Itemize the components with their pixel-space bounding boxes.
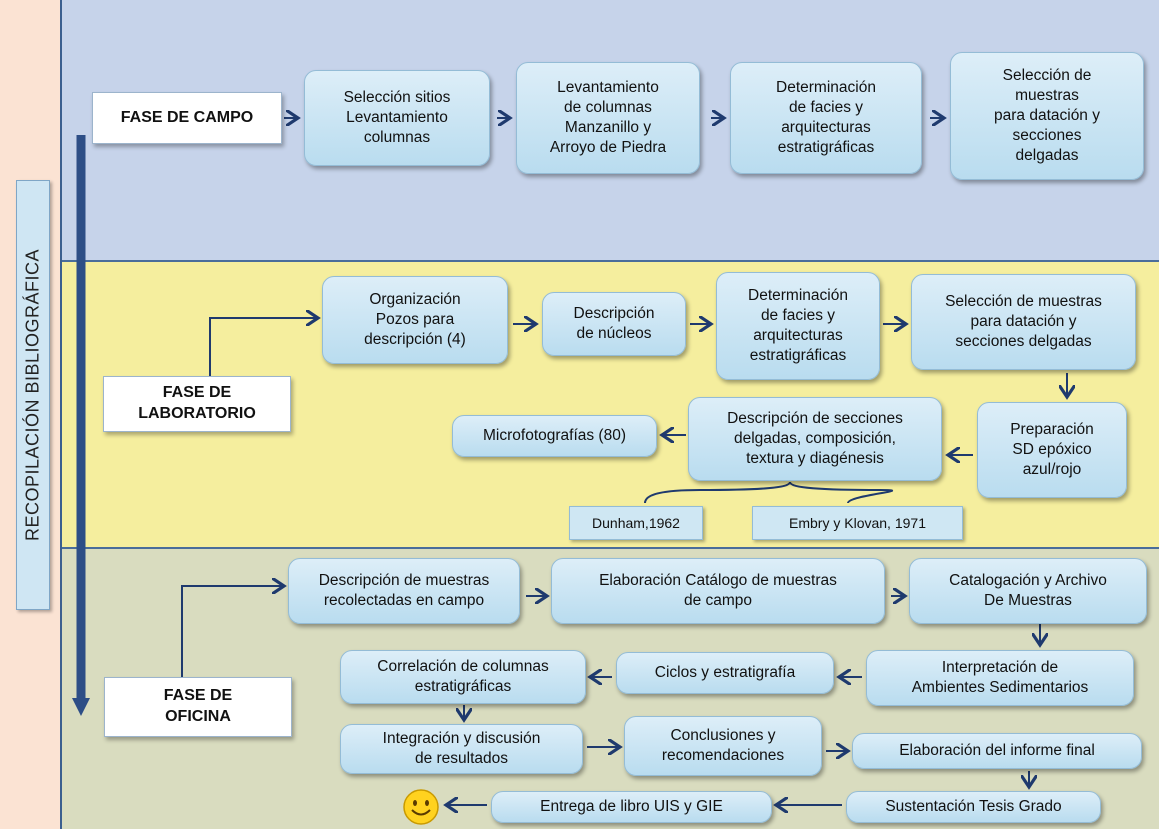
lab-step-preparacion-sd: Preparación SD epóxico azul/rojo — [977, 402, 1127, 498]
oficina-step-ciclos: Ciclos y estratigrafía — [616, 652, 834, 694]
oficina-step-correlacion: Correlación de columnas estratigráficas — [340, 650, 586, 704]
campo-step-seleccion-sitios: Selección sitios Levantamiento columnas — [304, 70, 490, 166]
oficina-step-informe-final: Elaboración del informe final — [852, 733, 1142, 769]
oficina-step-interpretacion: Interpretación de Ambientes Sedimentario… — [866, 650, 1134, 706]
campo-step-facies: Determinación de facies y arquitecturas … — [730, 62, 922, 174]
oficina-step-conclusiones: Conclusiones y recomendaciones — [624, 716, 822, 776]
oficina-step-entrega-libro: Entrega de libro UIS y GIE — [491, 791, 772, 823]
smiley-face-icon — [403, 789, 439, 825]
fase-oficina-label: FASE DE OFICINA — [104, 677, 292, 737]
lab-step-seleccion-muestras: Selección de muestras para datación y se… — [911, 274, 1136, 370]
recopilacion-text: RECOPILACIÓN BIBLIOGRÁFICA — [22, 248, 43, 542]
oficina-step-catalogo: Elaboración Catálogo de muestras de camp… — [551, 558, 885, 624]
fase-laboratorio-label: FASE DE LABORATORIO — [103, 376, 291, 432]
fase-campo-label: FASE DE CAMPO — [92, 92, 282, 144]
oficina-step-sustentacion: Sustentación Tesis Grado — [846, 791, 1101, 823]
oficina-step-integracion: Integración y discusión de resultados — [340, 724, 583, 774]
campo-step-levantamiento: Levantamiento de columnas Manzanillo y A… — [516, 62, 700, 174]
ref-dunham: Dunham,1962 — [569, 506, 703, 540]
lab-step-facies: Determinación de facies y arquitecturas … — [716, 272, 880, 380]
lab-step-descripcion-secciones: Descripción de secciones delgadas, compo… — [688, 397, 942, 481]
oficina-step-descripcion-muestras: Descripción de muestras recolectadas en … — [288, 558, 520, 624]
ref-embry-klovan: Embry y Klovan, 1971 — [752, 506, 963, 540]
lab-step-descripcion-nucleos: Descripción de núcleos — [542, 292, 686, 356]
campo-step-seleccion-muestras: Selección de muestras para datación y se… — [950, 52, 1144, 180]
lab-step-microfotografias: Microfotografías (80) — [452, 415, 657, 457]
lab-step-organizacion: Organización Pozos para descripción (4) — [322, 276, 508, 364]
oficina-step-catalogacion-archivo: Catalogación y Archivo De Muestras — [909, 558, 1147, 624]
recopilacion-bibliografica-label: RECOPILACIÓN BIBLIOGRÁFICA — [16, 180, 50, 610]
